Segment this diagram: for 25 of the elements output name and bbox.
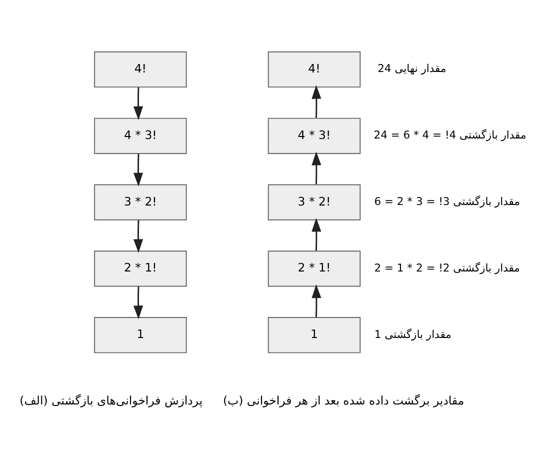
node-box: 4 * 3! bbox=[94, 117, 187, 154]
arrow bbox=[312, 151, 322, 184]
arrow bbox=[312, 284, 322, 317]
node-box: 4 * 3! bbox=[268, 117, 361, 154]
label: (الف) پردازش فراخوانی‌های بازگشتی bbox=[20, 393, 203, 408]
node-box: 1 bbox=[268, 316, 361, 353]
arrow bbox=[133, 286, 144, 319]
arrow bbox=[133, 220, 144, 252]
node-box: 4! bbox=[94, 50, 187, 88]
arrow bbox=[133, 86, 144, 120]
node-box: 3 * 2! bbox=[268, 184, 361, 220]
node-box: 2 * 1! bbox=[94, 250, 187, 286]
node-box: 2 * 1! bbox=[268, 250, 361, 286]
node-label: مقدار بازگشتی 3! = 3 * 2 = 6 bbox=[374, 194, 520, 208]
label: (ب) مقادیر برگشت داده شده بعد از هر فراخوانی bbox=[222, 393, 464, 408]
node-box: 1 bbox=[94, 316, 187, 353]
node-box: 4! bbox=[268, 50, 361, 88]
arrow bbox=[133, 153, 144, 186]
arrow bbox=[312, 217, 322, 250]
node-label: مقدار بازگشتی 2! = 2 * 1 = 2 bbox=[374, 260, 520, 274]
node-label: مقدار بازگشتی 4! = 4 * 6 = 24 bbox=[374, 128, 526, 142]
node-label: مقدار بازگشتی 1 bbox=[374, 327, 452, 340]
arrow bbox=[312, 84, 322, 118]
node-label: مقدار نهایی 24 bbox=[378, 62, 446, 75]
node-box: 3 * 2! bbox=[94, 184, 187, 220]
